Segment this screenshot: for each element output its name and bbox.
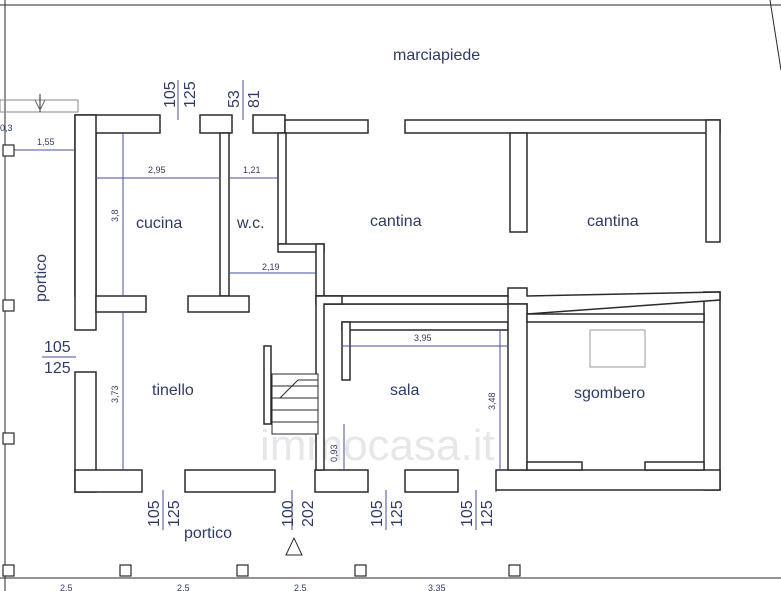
room-label-cucina: cucina <box>136 215 182 232</box>
wall-sala-top <box>323 295 509 305</box>
arrow-down-icon <box>34 99 46 112</box>
wall-top-mid <box>199 114 233 134</box>
sheet-corner-line <box>769 0 781 71</box>
dim-portico-width: 1,55 <box>37 137 55 147</box>
wall-cucina-bottom-right <box>187 295 250 313</box>
dim-bottom-3: 2,5 <box>294 583 307 591</box>
opening-top-wc-b: 81 <box>246 90 263 108</box>
dim-tinello-height: 3,73 <box>110 385 120 403</box>
opening-sala-1-b: 125 <box>389 500 406 527</box>
opening-marks <box>75 115 497 492</box>
opening-sala-2-a: 105 <box>459 500 476 527</box>
dim-stair-gap: 0,93 <box>329 444 339 462</box>
wall-tinello-right <box>263 345 272 425</box>
opening-top-cucina-b: 125 <box>182 81 199 108</box>
wall-bottom-2 <box>184 469 276 493</box>
opening-sala-2-b: 125 <box>479 500 496 527</box>
wall-bottom-3 <box>314 469 369 493</box>
wall-wc-cantina <box>277 132 287 245</box>
dim-cucina-width: 2,95 <box>148 165 166 175</box>
wall-sgombero-bottom-right <box>644 461 705 471</box>
wall-cantina-corner <box>315 243 325 297</box>
post <box>2 299 15 312</box>
wall-top-cantina <box>284 119 369 134</box>
skylight <box>589 329 646 368</box>
wall-top-cantina-2 <box>404 119 721 134</box>
dim-bottom-2: 2,5 <box>177 583 190 591</box>
room-label-sala: sala <box>390 382 419 399</box>
room-label-wc: w.c. <box>236 215 265 232</box>
wall-sgombero-bottom <box>526 461 583 471</box>
dimension-lines <box>0 80 508 530</box>
street-label: marciapiede <box>393 47 480 64</box>
post <box>119 564 132 577</box>
wall-right <box>705 119 721 243</box>
opening-left-a: 105 <box>44 339 71 356</box>
opening-sala-1-a: 105 <box>369 500 386 527</box>
wall-bottom-4 <box>404 469 459 493</box>
post <box>2 144 15 157</box>
dim-cucina-height: 3,8 <box>110 209 120 222</box>
room-label-sgombero: sgombero <box>574 385 645 402</box>
wall-top-right <box>252 114 286 134</box>
wall-corridor-sala <box>315 295 343 471</box>
post <box>2 432 15 445</box>
wall-sala-right <box>507 303 528 471</box>
post <box>354 564 367 577</box>
dim-sala-width: 3,95 <box>414 333 432 343</box>
dim-sala-height: 3,48 <box>487 392 497 410</box>
room-label-cantina-1: cantina <box>370 213 422 230</box>
wall-cantina-divider <box>509 132 528 233</box>
post <box>236 564 249 577</box>
room-label-portico-bottom: portico <box>184 525 232 542</box>
opening-bottom-tinello-b: 125 <box>166 500 183 527</box>
room-label-cantina-2: cantina <box>587 213 639 230</box>
wall-cucina-wc <box>219 132 230 297</box>
wall-sala-left-vertical <box>341 321 351 381</box>
opening-entrance-a: 100 <box>280 500 297 527</box>
wall-cucina-bottom-left <box>95 295 147 313</box>
opening-top-cucina-a: 105 <box>162 81 179 108</box>
portico-posts <box>2 144 521 577</box>
opening-entrance-b: 202 <box>300 500 317 527</box>
room-label-portico-side: portico <box>33 254 50 302</box>
wall-left-upper <box>74 114 97 331</box>
dim-top-offset: 0,3 <box>0 123 13 133</box>
wall-bottom-5 <box>495 469 721 491</box>
opening-top-wc-a: 53 <box>226 90 243 108</box>
room-label-tinello: tinello <box>152 382 194 399</box>
staircase <box>271 373 319 435</box>
wall-right-lower <box>703 291 721 491</box>
wall-sgombero-top <box>526 313 705 323</box>
opening-left-b: 125 <box>44 360 71 377</box>
dim-wc-width: 1,21 <box>243 165 261 175</box>
wall-sala-left <box>341 321 509 331</box>
post <box>508 564 521 577</box>
opening-bottom-tinello-a: 105 <box>146 500 163 527</box>
wall-bottom-1 <box>74 469 143 493</box>
post <box>2 564 15 577</box>
entrance-triangle-icon <box>285 536 303 556</box>
dim-bottom-4: 3,35 <box>428 583 446 591</box>
dim-bottom-1: 2,5 <box>60 583 73 591</box>
dim-corridor-width: 2,19 <box>262 262 280 272</box>
